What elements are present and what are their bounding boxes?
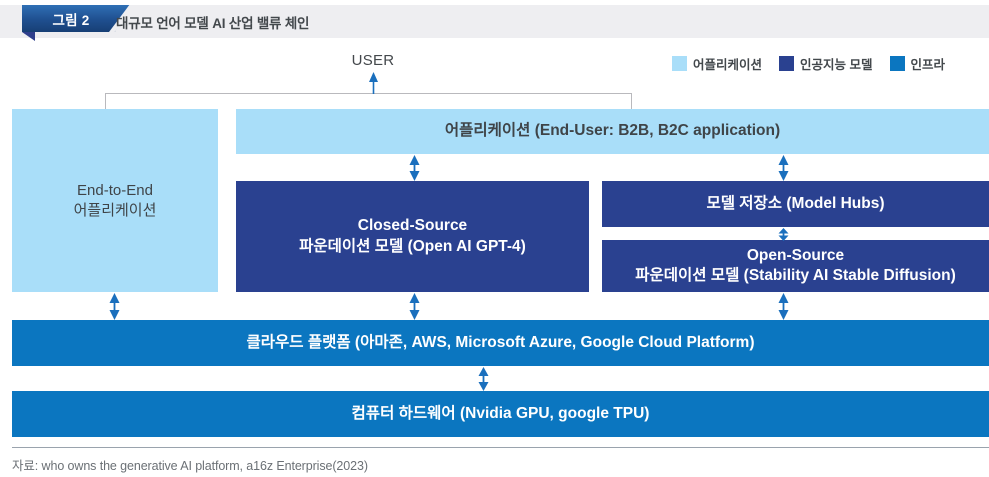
legend-swatch-icon — [779, 56, 795, 71]
legend-swatch-icon — [889, 56, 905, 71]
legend: 어플리케이션 인공지능 모델 인프라 — [672, 54, 945, 73]
header-band — [0, 5, 989, 38]
node-label: Open-Source 파운데이션 모델 (Stability AI Stabl… — [635, 246, 956, 287]
user-bracket-connector — [105, 93, 632, 109]
node-label-line2: 파운데이션 모델 (Open AI GPT-4) — [299, 237, 526, 255]
arrow-appbar-closedsource — [408, 155, 421, 181]
legend-label: 어플리케이션 — [693, 58, 763, 72]
node-label: End-to-End 어플리케이션 — [74, 181, 157, 221]
arrow-endtoend-cloud — [108, 293, 121, 320]
legend-item-infrastructure: 인프라 — [889, 54, 946, 73]
legend-label: 인공지능 모델 — [800, 58, 873, 72]
legend-swatch-icon — [672, 56, 687, 71]
arrow-cloud-hardware — [477, 367, 490, 391]
arrow-opensource-cloud — [777, 293, 790, 320]
arrow-modelhubs-opensource — [777, 228, 790, 241]
node-label-line1: End-to-End — [77, 181, 153, 199]
node-end-to-end-application: End-to-End 어플리케이션 — [12, 109, 218, 292]
node-application-enduser: 어플리케이션 (End-User: B2B, B2C application) — [236, 109, 989, 154]
node-label-line1: Closed-Source — [357, 217, 468, 235]
node-label: Closed-Source 파운데이션 모델 (Open AI GPT-4) — [299, 216, 526, 257]
node-cloud-platform: 클라우드 플랫폼 (아마존, AWS, Microsoft Azure, Goo… — [12, 320, 989, 366]
node-label-line2: 파운데이션 모델 (Stability AI Stable Diffusion) — [635, 267, 956, 284]
node-computer-hardware: 컴퓨터 하드웨어 (Nvidia GPU, google TPU) — [12, 391, 989, 437]
figure-number-badge: 그림 2 — [22, 5, 130, 32]
node-label-line1: Open-Source — [746, 246, 845, 264]
arrow-closedsource-cloud — [408, 293, 421, 320]
source-note: 자료: who owns the generative AI platform,… — [12, 459, 368, 473]
node-closed-source-foundation-model: Closed-Source 파운데이션 모델 (Open AI GPT-4) — [236, 181, 589, 292]
user-label: USER — [351, 52, 395, 69]
legend-item-ai-model: 인공지능 모델 — [779, 54, 873, 73]
arrow-appbar-modelhubs — [777, 155, 790, 181]
node-label-line2: 어플리케이션 — [73, 201, 157, 219]
node-model-hubs: 모델 저장소 (Model Hubs) — [602, 181, 989, 227]
arrow-bracket-to-user — [368, 72, 379, 94]
node-open-source-foundation-model: Open-Source 파운데이션 모델 (Stability AI Stabl… — [602, 240, 989, 292]
legend-item-application: 어플리케이션 — [672, 54, 762, 73]
badge-tail-shape — [22, 32, 35, 41]
legend-label: 인프라 — [910, 58, 946, 72]
footer-divider — [12, 447, 989, 448]
figure-title: 대규모 언어 모델 AI 산업 밸류 체인 — [116, 15, 310, 31]
